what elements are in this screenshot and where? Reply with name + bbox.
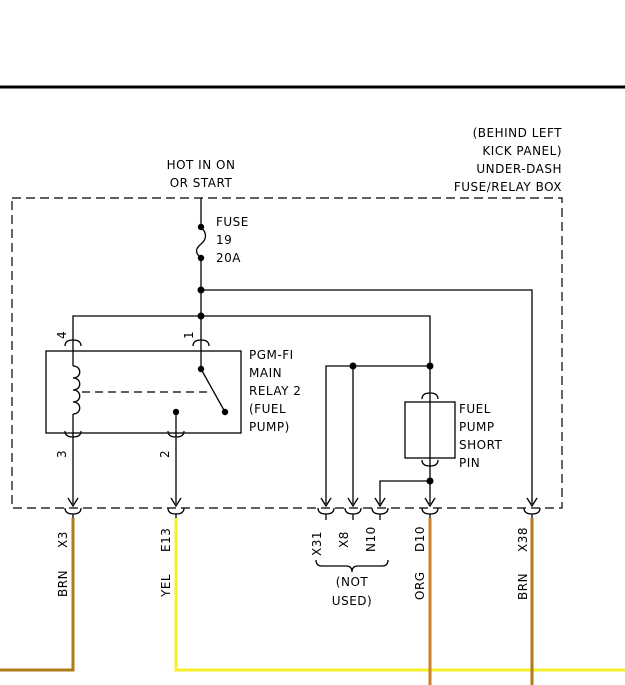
relay-label-line: MAIN (249, 366, 282, 380)
connector-terminal (317, 507, 335, 515)
splice-dot (197, 312, 205, 320)
connector-x3: X3 (56, 531, 70, 548)
location-line-1: (BEHIND LEFT (473, 126, 563, 140)
connector-terminal (344, 507, 362, 515)
connector-terminal (371, 507, 389, 515)
connector-x31: X31 (310, 531, 324, 556)
connector-arrow (424, 497, 436, 508)
wire-to-short-pin (201, 315, 431, 366)
power-line-1: HOT IN ON (167, 158, 236, 172)
connector-x38: X38 (516, 527, 530, 552)
relay-coil (72, 365, 81, 415)
not-used-line-1: (NOT (336, 575, 369, 589)
fuse-rating: 20A (216, 251, 241, 265)
relay-pin-3: 3 (55, 450, 69, 458)
wire-brn-x3 (0, 518, 75, 672)
wire-color-org: ORG (413, 571, 427, 600)
relay-label-line: (FUEL (249, 402, 286, 416)
location-label: (BEHIND LEFT KICK PANEL) UNDER-DASH FUSE… (454, 126, 562, 194)
relay-label: PGM-FI MAIN RELAY 2 (FUEL PUMP) (249, 348, 301, 434)
splice-dot (349, 362, 357, 370)
main-relay-2 (45, 350, 242, 434)
relay-label-line: PGM-FI (249, 348, 294, 362)
fuse-19: FUSE 19 20A (195, 198, 249, 294)
connector-x8: X8 (337, 531, 351, 548)
connector-arrow (67, 497, 79, 508)
power-label: HOT IN ON OR START (167, 158, 236, 190)
connector-terminals (64, 497, 541, 520)
wire-color-brn: BRN (516, 573, 530, 600)
short-pin-label: FUEL PUMP SHORT PIN (459, 402, 503, 470)
relay-label-line: PUMP) (249, 420, 290, 434)
connector-arrow (374, 497, 386, 508)
relay-pin-1: 1 (182, 331, 196, 339)
location-line-3: UNDER-DASH (476, 162, 562, 176)
not-used-line-2: USED) (332, 594, 372, 608)
wire-color-yel: YEL (159, 574, 173, 598)
not-used-brace (315, 559, 389, 573)
wire-yel-e13 (174, 518, 625, 672)
connector-terminal (523, 507, 541, 515)
location-line-4: FUSE/RELAY BOX (454, 180, 562, 194)
power-line-2: OR START (170, 176, 233, 190)
wire-to-x31 (325, 365, 430, 504)
wire-to-n10 (379, 480, 430, 504)
wire-to-x38 (201, 289, 533, 504)
connector-arrow (320, 497, 332, 508)
connector-terminal (64, 507, 82, 515)
relay-pin-4: 4 (55, 331, 69, 339)
short-pin-label-line: PIN (459, 456, 480, 470)
connector-arrow (170, 497, 182, 508)
fuse-number: 19 (216, 233, 232, 247)
connector-e13: E13 (159, 528, 173, 552)
fuse-relay-box-outline (11, 197, 563, 509)
connector-d10: D10 (413, 526, 427, 552)
connector-n10: N10 (364, 526, 378, 552)
short-pin-label-line: PUMP (459, 420, 495, 434)
fuse-name: FUSE (216, 215, 249, 229)
location-line-2: KICK PANEL) (482, 144, 562, 158)
short-pin-label-line: SHORT (459, 438, 503, 452)
connector-arrow (526, 497, 538, 508)
relay-pin-2: 2 (158, 450, 172, 458)
short-pin-label-line: FUEL (459, 402, 491, 416)
relay-switch-contact (200, 368, 226, 413)
connector-arrow (347, 497, 359, 508)
wire-color-brn: BRN (56, 570, 70, 597)
relay-label-line: RELAY 2 (249, 384, 301, 398)
connector-terminal (167, 507, 185, 515)
connector-terminal (421, 507, 439, 515)
